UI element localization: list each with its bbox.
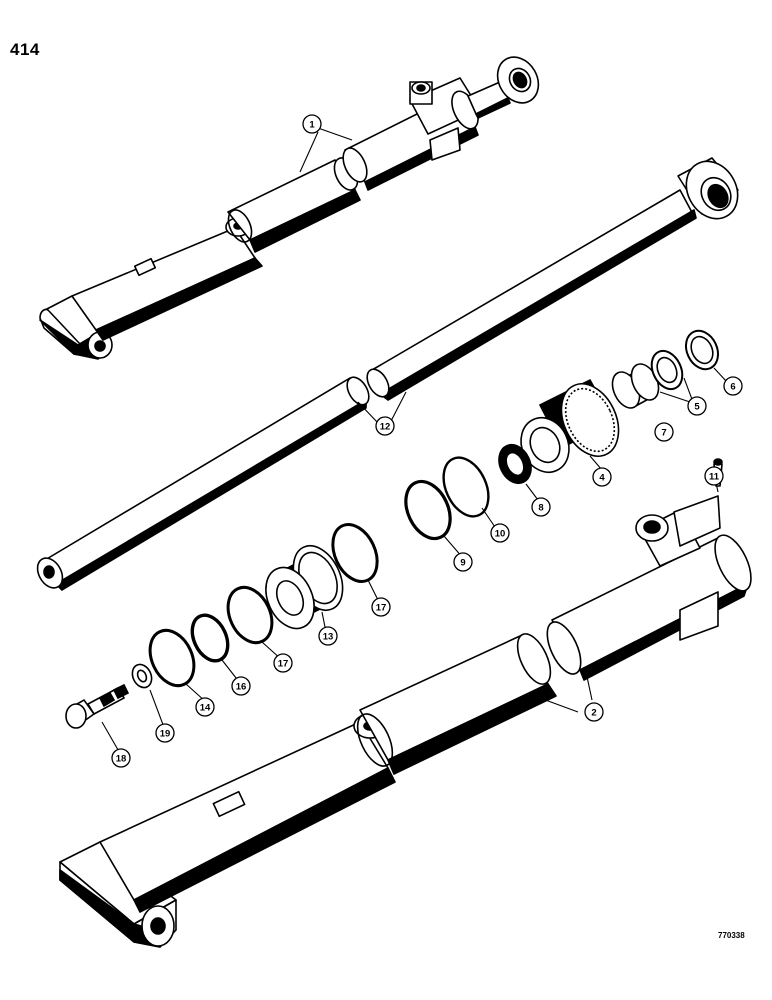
callout-1[interactable]: 1 bbox=[302, 114, 322, 134]
o-ring-9 bbox=[404, 479, 452, 541]
ring-17-lower bbox=[226, 585, 274, 645]
piston-group bbox=[65, 523, 379, 729]
washer-19 bbox=[131, 663, 153, 689]
callout-17-lower[interactable]: 17 bbox=[273, 653, 293, 673]
cylinder-assembly-1 bbox=[39, 56, 540, 360]
ring-6 bbox=[684, 329, 720, 371]
svg-text:16: 16 bbox=[236, 682, 247, 693]
gland-and-seals bbox=[404, 329, 720, 541]
bolt-18 bbox=[65, 683, 130, 729]
o-ring-16 bbox=[190, 613, 230, 663]
wiper-seal-8 bbox=[498, 443, 532, 485]
svg-text:6: 6 bbox=[730, 382, 735, 393]
callout-17-upper[interactable]: 17 bbox=[371, 597, 391, 617]
callout-18[interactable]: 18 bbox=[111, 748, 131, 768]
svg-text:7: 7 bbox=[661, 428, 666, 439]
piston-13 bbox=[265, 545, 344, 630]
piston-rod-12 bbox=[36, 157, 739, 591]
svg-text:19: 19 bbox=[160, 729, 171, 740]
callout-13[interactable]: 13 bbox=[318, 626, 338, 646]
callout-14[interactable]: 14 bbox=[195, 697, 215, 717]
svg-text:17: 17 bbox=[376, 603, 387, 614]
callout-16[interactable]: 16 bbox=[231, 676, 251, 696]
svg-text:18: 18 bbox=[116, 754, 127, 765]
cylinder-barrel-2 bbox=[59, 458, 752, 948]
svg-text:11: 11 bbox=[709, 472, 720, 483]
svg-text:10: 10 bbox=[495, 529, 506, 540]
drawing-reference-code: 770338 bbox=[718, 931, 745, 940]
svg-text:1: 1 bbox=[309, 120, 315, 131]
callout-6[interactable]: 6 bbox=[723, 376, 743, 396]
svg-text:12: 12 bbox=[380, 422, 391, 433]
svg-text:9: 9 bbox=[460, 558, 465, 569]
svg-text:8: 8 bbox=[538, 503, 543, 514]
backup-ring-10 bbox=[442, 456, 490, 518]
callout-19[interactable]: 19 bbox=[155, 723, 175, 743]
page-number: 414 bbox=[10, 40, 40, 59]
callout-7[interactable]: 7 bbox=[654, 422, 674, 442]
svg-text:4: 4 bbox=[599, 473, 605, 484]
svg-text:14: 14 bbox=[200, 703, 211, 714]
svg-text:5: 5 bbox=[694, 402, 700, 413]
callout-9[interactable]: 9 bbox=[453, 552, 473, 572]
bushing-7 bbox=[611, 363, 660, 409]
svg-text:17: 17 bbox=[278, 659, 289, 670]
callout-4[interactable]: 4 bbox=[592, 467, 612, 487]
callout-2[interactable]: 2 bbox=[584, 702, 604, 722]
svg-text:13: 13 bbox=[323, 632, 334, 643]
svg-text:2: 2 bbox=[591, 708, 596, 719]
callout-5[interactable]: 5 bbox=[687, 396, 707, 416]
ring-5 bbox=[650, 349, 684, 391]
callout-10[interactable]: 10 bbox=[490, 523, 510, 543]
callouts: 1 2 4 5 6 7 8 9 10 11 12 13 14 16 17 17 … bbox=[111, 114, 743, 768]
gland-4 bbox=[520, 378, 620, 473]
callout-11[interactable]: 11 bbox=[704, 466, 724, 486]
callout-8[interactable]: 8 bbox=[531, 497, 551, 517]
ring-14 bbox=[148, 628, 196, 688]
callout-12[interactable]: 12 bbox=[375, 416, 395, 436]
